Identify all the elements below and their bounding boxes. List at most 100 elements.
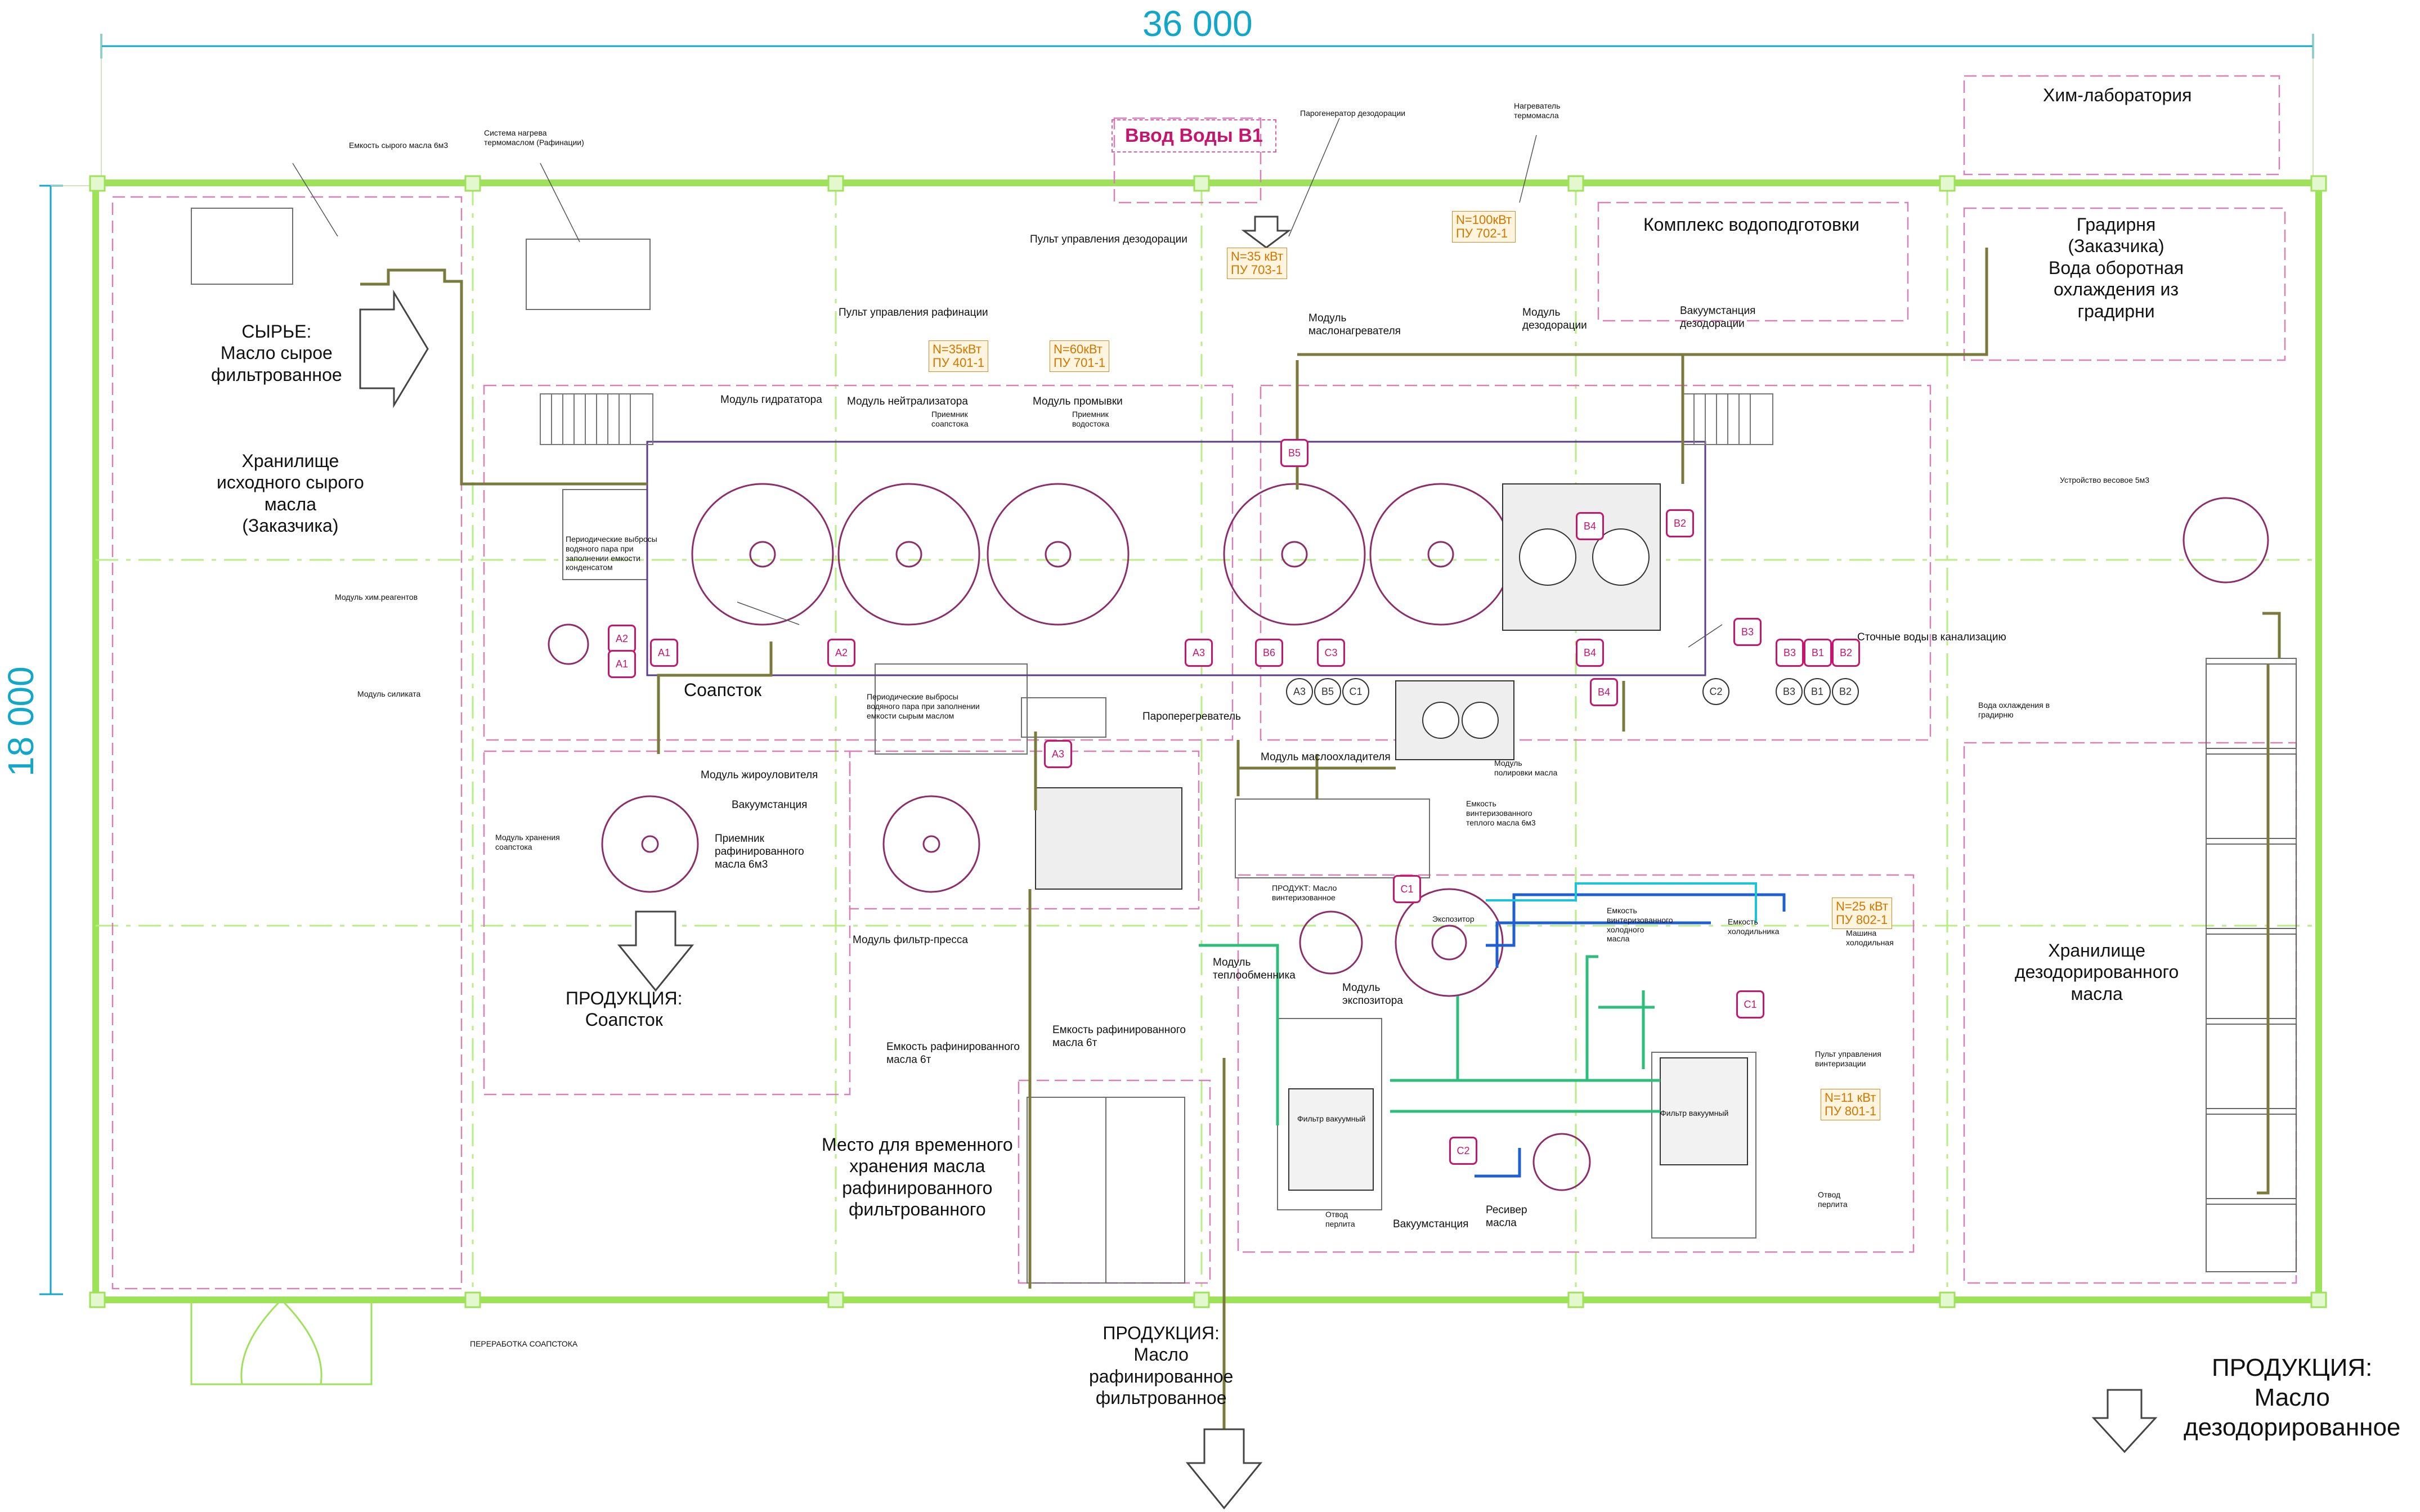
column-grid [96, 183, 2319, 1300]
entrance-door [190, 1299, 373, 1385]
label-wint-panel: Пульт управления винтеризации [1815, 1049, 1881, 1068]
label-mod-silicate: Модуль силиката [357, 689, 421, 698]
pipes-water [1486, 882, 1757, 923]
equipment-outlines [191, 208, 2297, 1284]
marker-a3-filter: А3 [1044, 740, 1072, 768]
marker-b3-ww: В3 [1776, 639, 1804, 667]
pipes-cooling [1199, 944, 1660, 1125]
marker-c1-tank: С1 [1393, 875, 1421, 903]
label-heating-system: Система нагрева термомаслом (Рафинации) [484, 128, 584, 147]
power-badge-pu703: N=35 кВт ПУ 703-1 [1227, 248, 1287, 280]
marker-b1-circle: В1 [1804, 678, 1831, 705]
marker-b4-line: В4 [1576, 639, 1604, 667]
power-badge-pu801: N=11 кВт ПУ 801-1 [1821, 1089, 1881, 1121]
label-soap-processing: ПЕРЕРАБОТКА СОАПСТОКА [470, 1339, 578, 1348]
power-badge-pu802: N=25 кВт ПУ 802-1 [1832, 898, 1892, 930]
marker-a1: А1 [608, 650, 636, 678]
label-mod-fat: Модуль жироуловителя [701, 769, 818, 781]
marker-b6-line: В6 [1255, 639, 1283, 667]
label-periodic-emissions-1: Периодические выбросы водяного пара при … [566, 535, 657, 572]
marker-a2-line: А2 [827, 639, 855, 667]
vacuum-filters [1288, 1057, 1748, 1191]
label-soap-storage: Модуль хранения соапстока [495, 833, 560, 851]
flow-arrows [359, 216, 2158, 1510]
label-filter-press: Модуль фильтр-пресса [853, 934, 968, 946]
marker-a3-circle: А3 [1286, 678, 1313, 705]
water-treatment-label: Комплекс водоподготовки [1643, 214, 1859, 235]
deodorized-storage-tanks [2206, 663, 2297, 1272]
label-mod-wash: Модуль промывки [1033, 396, 1123, 407]
marker-b3-circle: В3 [1776, 678, 1803, 705]
dimension-height: 18 000 [1, 666, 41, 777]
production-line-frame [646, 441, 1706, 676]
deodorized-storage-label: Хранилище дезодорированного масла [2015, 940, 2179, 1004]
stairs [540, 393, 1773, 445]
marker-b5-top: В5 [1280, 439, 1308, 467]
label-chiller: Машина холодильная [1846, 928, 1894, 947]
deodorized-product-label: ПРОДУКЦИЯ: Масло дезодорированное [2184, 1354, 2401, 1441]
label-receiver: Ресивер масла [1486, 1204, 1527, 1229]
label-refined-tank-2: Емкость рафинированного масла 6т [1052, 1024, 1186, 1049]
label-mod-chem: Модуль хим.реагентов [335, 593, 418, 602]
marker-b5-circle: В5 [1314, 678, 1341, 705]
pipes-chiller [1475, 893, 1786, 1178]
label-superheater: Пароперегреватель [1142, 711, 1241, 723]
label-deodor-panel: Пульт управления дезодорации [1030, 234, 1187, 245]
label-wastewater: Сточные воды в канализацию [1857, 631, 2006, 643]
power-badge-pu701: N=60кВт ПУ 701-1 [1050, 340, 1110, 373]
label-periodic-emissions-2: Периодические выбросы водяного пара при … [867, 692, 980, 720]
label-refined-tank-1: Емкость рафинированного масла 6т [886, 1041, 1020, 1066]
label-wint-tank: Емкость винтеризованного теплого масла 6… [1466, 799, 1536, 827]
marker-c3-line: С3 [1317, 639, 1345, 667]
label-tank-cold: Емкость винтеризованного холодного масла [1607, 906, 1673, 944]
cooling-tower-label: Градирня (Заказчика) Вода оборотная охла… [2049, 214, 2184, 321]
chem-lab-label: Хим-лаборатория [2043, 85, 2192, 105]
label-mod-cooler: Модуль маслоохладителя [1261, 751, 1391, 763]
zone-outlines [111, 75, 2297, 1290]
label-perlite-2: Отвод перлита [1818, 1190, 1848, 1209]
label-perlite-1: Отвод перлита [1325, 1210, 1355, 1228]
marker-c1-chiller: С1 [1736, 990, 1764, 1019]
marker-b2-circle: В2 [1832, 678, 1859, 705]
label-mod-hydrator: Модуль гидрататора [720, 394, 822, 406]
label-mod-oilheater: Модуль маслонагревателя [1308, 312, 1401, 337]
label-recv-water: Приемник водостока [1072, 410, 1109, 428]
marker-c2-receiver: С2 [1449, 1137, 1477, 1165]
label-vac-filter-1: Фильтр вакуумный [1297, 1114, 1366, 1123]
marker-b3-top: В3 [1733, 618, 1762, 646]
label-scale: Устройство весовое 5м3 [2060, 475, 2150, 484]
leader-lines [292, 118, 1723, 648]
label-heat-exchanger: Модуль теплообменника [1213, 957, 1296, 981]
label-cooling-water: Вода охлаждения в градирню [1978, 701, 2050, 719]
label-mod-exposer: Модуль экспозитора [1342, 982, 1403, 1007]
label-exposer: Экспозитор [1432, 914, 1475, 923]
label-recv-soapstock: Приемник соапстока [931, 410, 969, 428]
deodorizer-machinery [1035, 483, 1661, 890]
label-mod-polish: Модуль полировки масла [1494, 759, 1558, 777]
reactor-vessels [548, 483, 2269, 1191]
label-vac-deodor: Вакуумстанция дезодорации [1680, 305, 1756, 330]
label-steam-generator: Парогенератор дезодорации [1300, 109, 1406, 118]
marker-c2-circle: С2 [1702, 678, 1729, 705]
power-badge-pu401: N=35кВт ПУ 401-1 [929, 340, 989, 373]
raw-material-label: СЫРЬЕ: Масло сырое фильтрованное [211, 321, 342, 385]
label-vac-filter-2: Фильтр вакуумный [1660, 1109, 1729, 1118]
marker-b4-mid: В4 [1590, 678, 1618, 706]
soapstock-product-label: ПРОДУКЦИЯ: Соапсток [566, 988, 683, 1030]
marker-b2-top: В2 [1666, 509, 1694, 537]
pipes-oil [360, 248, 2281, 1429]
columns [89, 175, 2327, 1308]
dimension-width: 36 000 [1142, 3, 1253, 44]
label-refin-panel: Пульт управления рафинации [839, 307, 988, 318]
marker-b2-ww: В2 [1832, 639, 1860, 667]
marker-a3-line: А3 [1185, 639, 1213, 667]
label-recv-refined: Приемник рафинированного масла 6м3 [715, 833, 804, 871]
marker-a1-line: А1 [650, 639, 678, 667]
label-vacstation-2: Вакуумстанция [1393, 1218, 1469, 1230]
marker-a2: А2 [608, 625, 636, 653]
guide-lines [51, 34, 2314, 186]
marker-c1-circle: С1 [1342, 678, 1369, 705]
label-mod-neutralizer: Модуль нейтрализатора [847, 396, 968, 407]
label-raw-tank: Емкость сырого масла 6м3 [349, 141, 449, 150]
